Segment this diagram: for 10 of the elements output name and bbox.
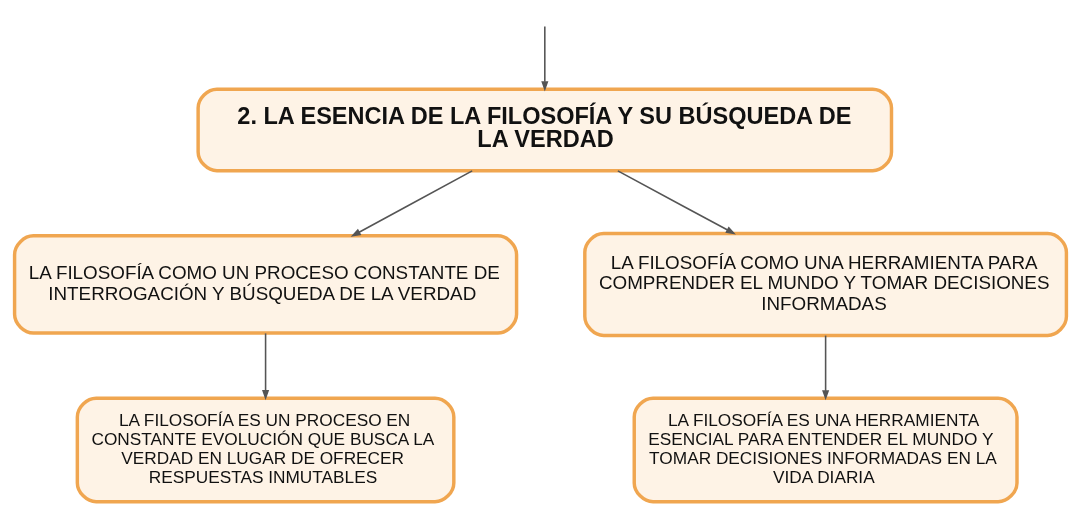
node-box: LA FILOSOFÍA ES UN PROCESO EN CONSTANTE EVOLUCIÓN QUE BUSCA LA VERDAD EN LUGAR DE OFRECER RESPUESTAS INMUTABLES bbox=[75, 396, 456, 504]
arrow bbox=[541, 25, 549, 92]
node-box: LA FILOSOFÍA COMO UNA HERRAMIENTA PARA COMPRENDER EL MUNDO Y TOMAR DECISIONES INFORMADAS bbox=[583, 231, 1069, 338]
arrow bbox=[350, 170, 473, 237]
node-box: 2. LA ESENCIA DE LA FILOSOFÍA Y SU BÚSQUEDA DE LA VERDAD bbox=[196, 87, 894, 173]
arrow bbox=[617, 170, 736, 235]
node-box: LA FILOSOFÍA ES UNA HERRAMIENTA ESENCIAL PARA ENTENDER EL MUNDO Y TOMAR DECISIONES INFORMADAS EN LA VIDA DIARIA bbox=[632, 396, 1019, 504]
node-box: LA FILOSOFÍA COMO UN PROCESO CONSTANTE DE INTERROGACIÓN Y BÚSQUEDA DE LA VERDAD bbox=[12, 234, 519, 335]
arrow bbox=[262, 332, 270, 401]
arrow bbox=[822, 334, 830, 401]
